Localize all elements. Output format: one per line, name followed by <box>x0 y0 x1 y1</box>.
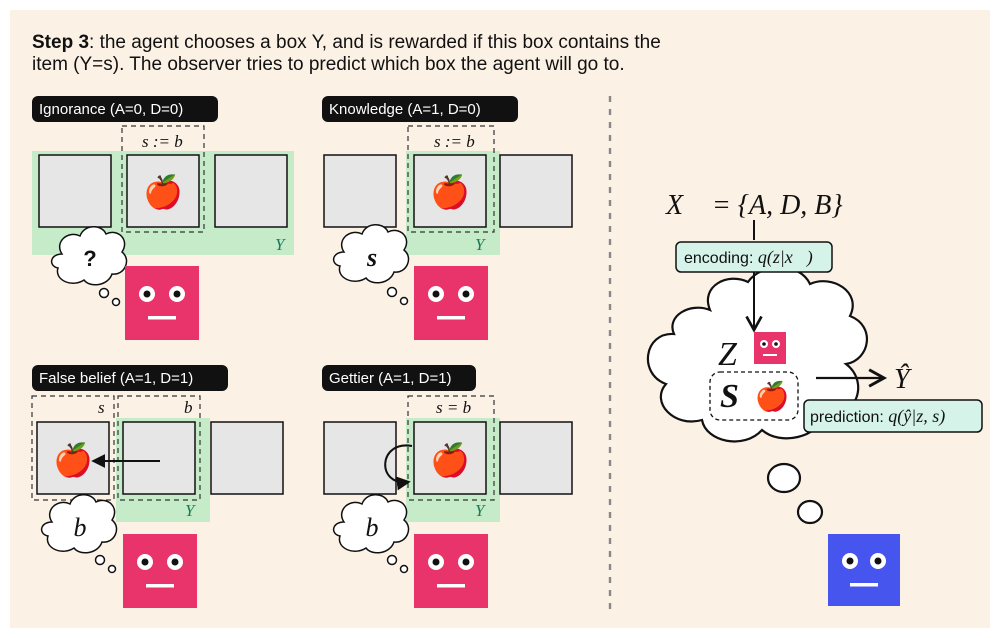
encoding-formula: q(z|x⃗) <box>758 247 813 268</box>
choice-y-label: Y <box>475 235 486 254</box>
thought-content: b <box>74 513 87 542</box>
circular-arrow-icon <box>384 444 413 491</box>
box-middle <box>413 421 487 495</box>
thought-dot <box>399 564 409 574</box>
thought-content: s <box>366 243 377 272</box>
thought-dot <box>386 554 398 566</box>
box-middle <box>126 154 200 228</box>
header-line-2: item (Y=s). The observer tries to predic… <box>32 54 625 75</box>
thought-bubble: s <box>332 224 410 306</box>
figure-canvas: Step 3: the agent chooses a box Y, and i… <box>10 10 990 628</box>
observer-diagram: X⃗ = {A, D, B} encoding: q(z|x⃗) Z S 🍎 Ŷ… <box>646 190 983 606</box>
mini-face-icon <box>754 332 786 364</box>
panel-ignorance-label: Ignorance (A=0, D=0) <box>39 101 183 118</box>
y-hat: Ŷ <box>894 364 913 395</box>
panel-ignorance: Ignorance (A=0, D=0) Y s := b 🍎 ? <box>32 96 294 340</box>
panel-knowledge-label: Knowledge (A=1, D=0) <box>329 101 481 118</box>
prediction-label-text: prediction: <box>810 409 884 426</box>
panel-false-belief-label-bg <box>32 365 228 391</box>
thought-dot <box>399 296 409 306</box>
z-variable: Z <box>718 336 738 373</box>
thought-dot <box>98 287 110 299</box>
thought-dot <box>94 554 106 566</box>
panel-ignorance-label-bg <box>32 96 218 122</box>
s-box <box>709 371 799 421</box>
box-left <box>323 421 397 495</box>
agent-face-icon <box>414 534 488 608</box>
thought-dot <box>796 499 824 525</box>
box-tag-s: s <box>98 398 105 417</box>
thought-bubble: ? <box>50 226 128 307</box>
apple-icon: 🍎 <box>143 173 183 210</box>
item-box-outline <box>121 125 205 233</box>
apple-icon: 🍎 <box>53 441 93 478</box>
apple-icon: 🍎 <box>430 441 470 478</box>
thought-dot <box>386 286 398 298</box>
item-box-outline-b <box>117 395 201 501</box>
box-tag-b: b <box>184 398 193 417</box>
encoding-label: encoding: q(z|x⃗) <box>684 247 813 268</box>
step-title: Step 3 <box>32 32 89 53</box>
thought-bubble: b <box>332 494 410 574</box>
box-middle <box>413 154 487 228</box>
panel-false-belief: False belief (A=1, D=1) Y s b 🍎 b <box>31 365 284 608</box>
s-variable: S <box>720 378 739 415</box>
choice-y-label: Y <box>275 235 286 254</box>
item-box-outline <box>407 395 495 501</box>
prediction-box <box>803 399 983 433</box>
box-tag: s := b <box>142 132 183 151</box>
thought-content: b <box>366 513 379 542</box>
panel-gettier-label: Gettier (A=1, D=1) <box>329 370 452 387</box>
box-right <box>499 154 573 228</box>
box-middle <box>122 421 196 495</box>
observation-set: X⃗ = {A, D, B} <box>665 190 843 221</box>
encoding-label-text: encoding: <box>684 250 753 267</box>
item-box-outline <box>407 125 495 233</box>
thought-dot <box>111 297 121 307</box>
thought-bubble: b <box>40 494 118 574</box>
box-tag: s = b <box>436 398 471 417</box>
panel-knowledge: Knowledge (A=1, D=0) Y s := b 🍎 s <box>322 96 573 340</box>
header-line-1: Step 3: the agent chooses a box Y, and i… <box>32 32 661 53</box>
prediction-label: prediction: q(ŷ|z, s) <box>810 406 945 427</box>
apple-icon: 🍎 <box>755 379 790 413</box>
box-right <box>210 421 284 495</box>
thought-dot <box>107 564 117 574</box>
choice-y-label: Y <box>475 501 486 520</box>
box-left <box>38 154 112 228</box>
thought-content: ? <box>83 246 96 271</box>
agent-face-icon <box>125 266 199 340</box>
prediction-formula: q(ŷ|z, s) <box>888 406 945 427</box>
box-right <box>214 154 288 228</box>
panel-false-belief-label: False belief (A=1, D=1) <box>39 370 193 387</box>
agent-face-icon <box>123 534 197 608</box>
choice-y-label: Y <box>185 501 196 520</box>
header-line-1-rest: : the agent chooses a box Y, and is rewa… <box>89 32 661 53</box>
agent-face-icon <box>414 266 488 340</box>
box-tag: s := b <box>434 132 475 151</box>
panel-gettier-label-bg <box>322 365 476 391</box>
panel-knowledge-label-bg <box>322 96 518 122</box>
box-right <box>499 421 573 495</box>
apple-icon: 🍎 <box>430 173 470 210</box>
box-left <box>323 154 397 228</box>
panel-gettier: Gettier (A=1, D=1) Y s = b 🍎 b <box>322 365 573 608</box>
observer-face-icon <box>828 534 900 606</box>
thought-dot <box>766 462 802 494</box>
